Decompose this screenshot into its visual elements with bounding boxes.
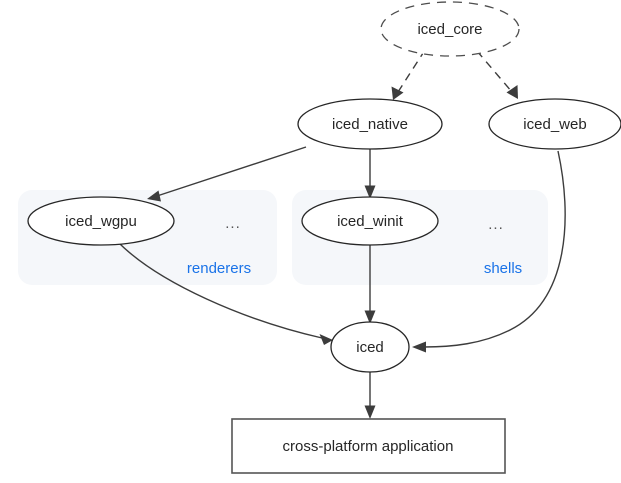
edge-iced-core-to-iced-native [391,49,426,100]
node-iced-web-label: iced_web [523,116,586,133]
node-iced-wgpu-shape[interactable] [27,196,175,246]
node-iced-native[interactable]: iced_native [297,98,443,150]
node-iced-label: iced [356,339,384,356]
cluster-shells-label: shells [484,260,522,277]
edge-iced-native-to-iced-winit [364,148,376,199]
node-iced-core-label: iced_core [417,21,482,38]
cluster-shells-ellipsis: ... [488,216,504,233]
cluster-renderers-ellipsis: ... [225,215,241,232]
node-iced-wgpu-label: iced_wgpu [65,213,137,230]
node-iced-web[interactable]: iced_web [488,98,621,150]
edge-iced-core-to-iced-web [476,50,518,99]
node-iced-wgpu[interactable]: iced_wgpu [27,196,175,246]
node-application[interactable]: cross-platform application [231,418,506,474]
edge-iced-wgpu-to-iced [119,243,333,345]
node-iced-winit-label: iced_winit [337,213,404,230]
edge-iced-web-to-iced [412,150,566,353]
node-iced-core[interactable]: iced_core [380,1,520,57]
edge-iced-winit-to-iced [364,245,376,324]
node-iced-web-shape[interactable] [488,98,621,150]
node-application-box[interactable] [231,418,506,474]
node-iced-native-shape[interactable] [297,98,443,150]
node-application-label: cross-platform application [283,438,454,455]
node-iced-native-label: iced_native [332,116,408,133]
node-iced[interactable]: iced [330,321,410,373]
node-iced-winit[interactable]: iced_winit [301,196,439,246]
node-iced-shape[interactable] [330,321,410,373]
node-iced-core-shape[interactable] [380,1,520,57]
edge-iced-to-application [364,372,376,419]
node-iced-winit-shape[interactable] [301,196,439,246]
edge-iced-native-to-iced-wgpu [147,146,307,202]
cluster-renderers-label: renderers [187,260,251,277]
